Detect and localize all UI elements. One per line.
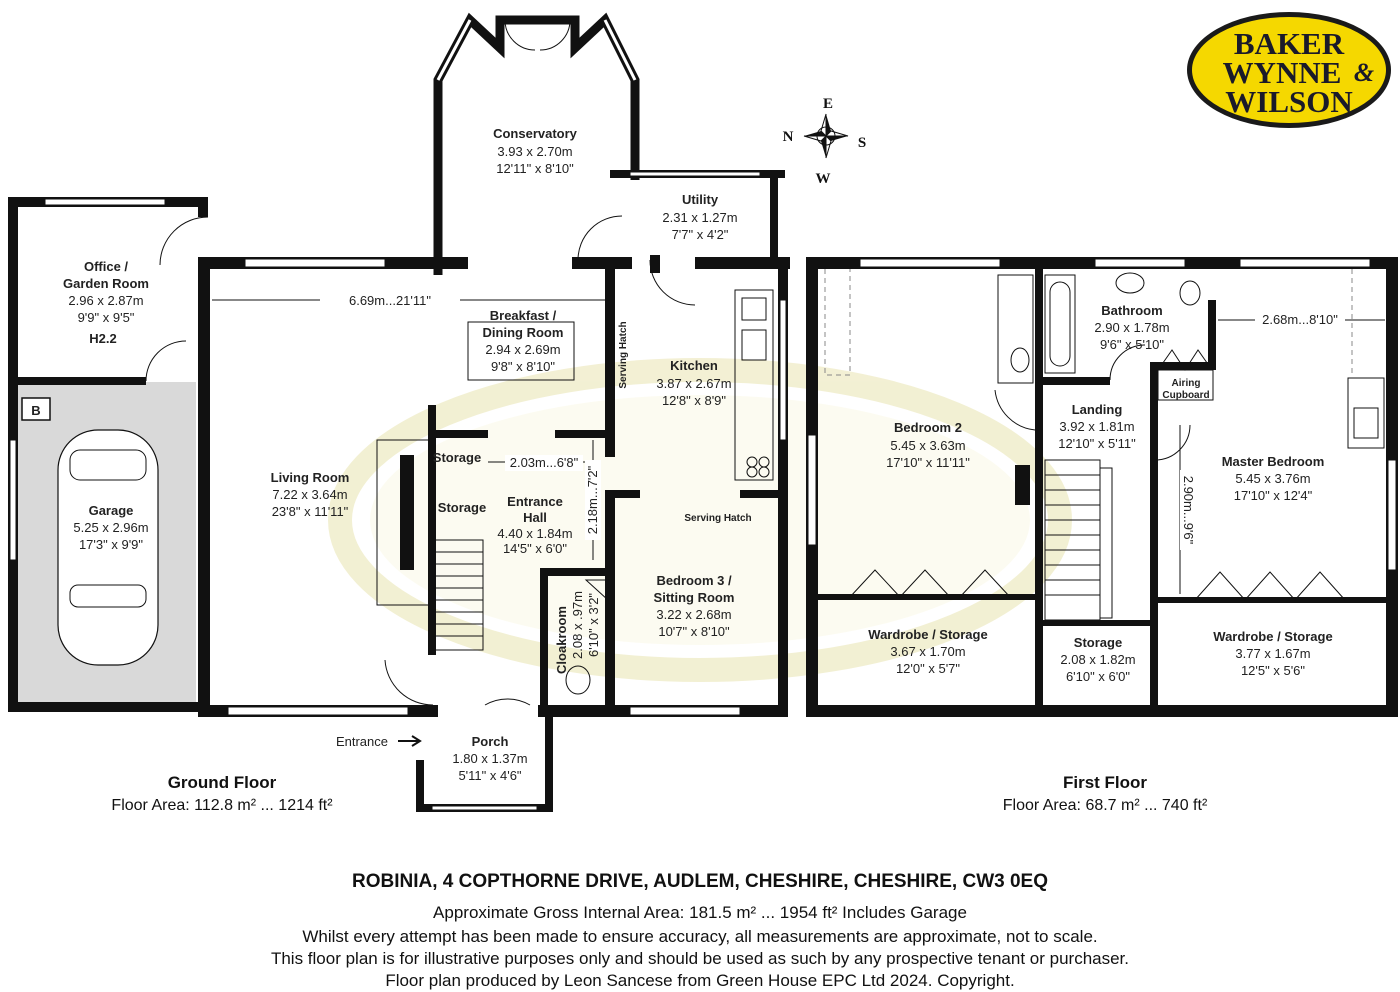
first-floor bbox=[806, 257, 1398, 717]
entrance-label: Entrance bbox=[336, 734, 388, 749]
utility-metric: 2.31 x 1.27m bbox=[662, 210, 737, 225]
living-label: Living Room bbox=[271, 470, 350, 485]
hall-imperial: 14'5" x 6'0" bbox=[503, 541, 567, 556]
wardrobe2-imperial: 12'5" x 5'6" bbox=[1241, 663, 1305, 678]
living-width-dimension: 6.69m...21'11" bbox=[349, 293, 431, 308]
car-icon bbox=[57, 429, 159, 666]
living-metric: 7.22 x 3.64m bbox=[272, 487, 347, 502]
wardrobe1-imperial: 12'0" x 5'7" bbox=[896, 661, 960, 676]
storage3-metric: 2.08 x 1.82m bbox=[1060, 652, 1135, 667]
master-width-dimension: 2.68m...8'10" bbox=[1262, 312, 1338, 327]
breakfast-imperial: 9'8" x 8'10" bbox=[491, 359, 555, 374]
bedroom2-imperial: 17'10" x 11'11" bbox=[886, 455, 970, 470]
garage-metric: 5.25 x 2.96m bbox=[73, 520, 148, 535]
office-label-1: Office / bbox=[84, 259, 128, 274]
utility-label: Utility bbox=[682, 192, 719, 207]
first-floor-title: First Floor bbox=[1063, 773, 1147, 792]
copyright-note: Floor plan produced by Leon Sancese from… bbox=[385, 971, 1015, 990]
cloakroom-metric: 2.08 x .97m bbox=[570, 591, 585, 659]
logo-line-1: BAKER bbox=[1233, 26, 1345, 61]
landing-label: Landing bbox=[1072, 402, 1123, 417]
storage2-label: Storage bbox=[438, 500, 486, 515]
hall-metric: 4.40 x 1.84m bbox=[497, 526, 572, 541]
kitchen-imperial: 12'8" x 8'9" bbox=[662, 393, 726, 408]
office-metric: 2.96 x 2.87m bbox=[68, 293, 143, 308]
bedroom3-metric: 3.22 x 2.68m bbox=[656, 607, 731, 622]
wardrobe1-metric: 3.67 x 1.70m bbox=[890, 644, 965, 659]
master-label: Master Bedroom bbox=[1222, 454, 1325, 469]
airing-label-1: Airing bbox=[1172, 378, 1201, 389]
compass-w: W bbox=[816, 171, 831, 187]
bedroom2-label: Bedroom 2 bbox=[894, 420, 962, 435]
first-floor-area: Floor Area: 68.7 m² ... 740 ft² bbox=[1003, 797, 1208, 814]
garage-badge-box bbox=[21, 397, 51, 421]
serving-hatch-label-1: Serving Hatch bbox=[618, 321, 629, 388]
purpose-disclaimer: This floor plan is for illustrative purp… bbox=[270, 949, 1130, 968]
bedroom3-imperial: 10'7" x 8'10" bbox=[658, 624, 730, 639]
porch-label: Porch bbox=[472, 734, 509, 749]
bathroom-imperial: 9'6" x 5'10" bbox=[1100, 337, 1164, 352]
wardrobe2-label: Wardrobe / Storage bbox=[1213, 629, 1332, 644]
kitchen-metric: 3.87 x 2.67m bbox=[656, 376, 731, 391]
conservatory-imperial: 12'11" x 8'10" bbox=[496, 161, 574, 176]
cloakroom-imperial: 6'10" x 3'2" bbox=[586, 593, 601, 657]
ground-floor-title: Ground Floor bbox=[168, 773, 277, 792]
gross-area-note: Approximate Gross Internal Area: 181.5 m… bbox=[433, 903, 967, 922]
wardrobe1-label: Wardrobe / Storage bbox=[868, 627, 987, 642]
garage-badge: B bbox=[31, 403, 40, 418]
storage3-imperial: 6'10" x 6'0" bbox=[1066, 669, 1130, 684]
wardrobe2-metric: 3.77 x 1.67m bbox=[1235, 646, 1310, 661]
logo-ampersand: & bbox=[1353, 58, 1375, 87]
hall-height-dimension: 2.18m...7'2" bbox=[585, 465, 600, 534]
airing-label-2: Cupboard bbox=[1162, 390, 1209, 401]
bathroom-metric: 2.90 x 1.78m bbox=[1094, 320, 1169, 335]
porch-imperial: 5'11" x 4'6" bbox=[458, 768, 521, 783]
breakfast-label-2: Dining Room bbox=[483, 325, 564, 340]
master-imperial: 17'10" x 12'4" bbox=[1234, 488, 1313, 503]
breakfast-label-1: Breakfast / bbox=[490, 308, 557, 323]
floor-plan: B Conservatory 3.93 x 2.70m 12'11" x 8'1… bbox=[8, 12, 1398, 814]
logo-line-2: WYNNE bbox=[1222, 55, 1342, 90]
accuracy-disclaimer: Whilst every attempt has been made to en… bbox=[302, 927, 1098, 946]
utility-imperial: 7'7" x 4'2" bbox=[672, 227, 729, 242]
storage3-label: Storage bbox=[1074, 635, 1122, 650]
cloakroom-label: Cloakroom bbox=[554, 606, 569, 674]
office-label-2: Garden Room bbox=[63, 276, 149, 291]
storage1-label: Storage bbox=[433, 450, 481, 465]
hall-width-dimension: 2.03m...6'8" bbox=[510, 455, 579, 470]
garage-imperial: 17'3" x 9'9" bbox=[79, 537, 143, 552]
bedroom2-metric: 5.45 x 3.63m bbox=[890, 438, 965, 453]
garage-label: Garage bbox=[89, 503, 134, 518]
office-imperial: 9'9" x 9'5" bbox=[78, 310, 135, 325]
bathroom-label: Bathroom bbox=[1101, 303, 1162, 318]
property-address: ROBINIA, 4 COPTHORNE DRIVE, AUDLEM, CHES… bbox=[351, 871, 1049, 892]
ground-floor: B bbox=[8, 12, 790, 812]
ground-floor-labels: Conservatory 3.93 x 2.70m 12'11" x 8'10"… bbox=[63, 126, 752, 814]
conservatory-label: Conservatory bbox=[493, 126, 578, 141]
conservatory-metric: 3.93 x 2.70m bbox=[497, 144, 572, 159]
landing-metric: 3.92 x 1.81m bbox=[1059, 419, 1134, 434]
breakfast-metric: 2.94 x 2.69m bbox=[485, 342, 560, 357]
compass-e: E bbox=[823, 96, 833, 112]
landing-imperial: 12'10" x 5'11" bbox=[1058, 436, 1136, 451]
master-height-dimension: 2.90m...9'6" bbox=[1181, 476, 1196, 545]
compass-s: S bbox=[858, 135, 866, 151]
logo-line-3: WILSON bbox=[1225, 84, 1353, 119]
first-floor-labels: Bedroom 2 5.45 x 3.63m 17'10" x 11'11" B… bbox=[868, 303, 1345, 814]
compass-n: N bbox=[783, 129, 794, 145]
office-tag: H2.2 bbox=[89, 331, 116, 346]
hall-label-1: Entrance bbox=[507, 494, 563, 509]
master-metric: 5.45 x 3.76m bbox=[1235, 471, 1310, 486]
hall-label-2: Hall bbox=[523, 510, 547, 525]
ground-floor-area: Floor Area: 112.8 m² ... 1214 ft² bbox=[111, 797, 333, 814]
bedroom3-label-2: Sitting Room bbox=[654, 590, 735, 605]
bedroom3-label-1: Bedroom 3 / bbox=[656, 573, 732, 588]
kitchen-label: Kitchen bbox=[670, 358, 718, 373]
compass-rose: N E S W bbox=[783, 96, 867, 187]
serving-hatch-label-2: Serving Hatch bbox=[684, 513, 751, 524]
porch-metric: 1.80 x 1.37m bbox=[452, 751, 527, 766]
living-imperial: 23'8" x 11'11" bbox=[272, 504, 349, 519]
agency-logo: BAKER WYNNE & WILSON bbox=[1187, 12, 1391, 128]
